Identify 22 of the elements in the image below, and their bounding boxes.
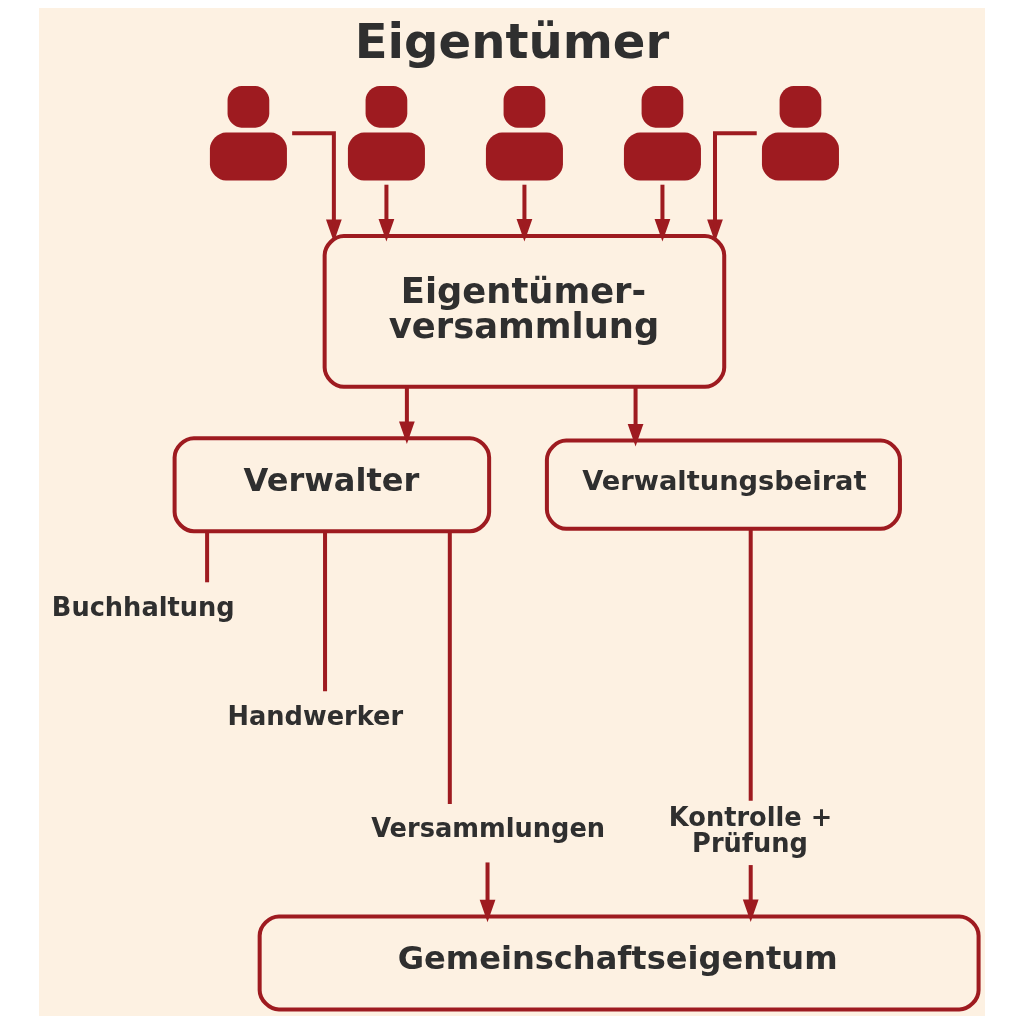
arrow — [399, 386, 415, 444]
arrow — [627, 386, 644, 447]
node-text: Versammlungen — [371, 813, 606, 844]
node-text: Handwerker — [227, 701, 404, 732]
arrow — [707, 131, 757, 242]
arrow — [292, 131, 342, 242]
node-text: Kontrolle + Prüfung — [668, 802, 833, 858]
node-text: Buchhaltung — [51, 591, 235, 622]
node-box: Verwalter — [172, 436, 492, 534]
node-box: Gemeinschaftseigentum — [257, 914, 981, 1012]
node-box: Eigentümer- versammlung — [322, 233, 727, 389]
arrow — [654, 184, 671, 242]
connector — [447, 531, 452, 804]
arrow — [479, 862, 496, 923]
arrow — [516, 184, 533, 242]
arrow — [742, 865, 759, 923]
diagram-title: Eigentümer — [354, 12, 670, 69]
node-box: Verwaltungsbeirat — [544, 438, 902, 531]
connector — [205, 531, 210, 583]
arrow — [378, 184, 395, 242]
connector — [323, 531, 328, 692]
connector — [748, 529, 753, 801]
